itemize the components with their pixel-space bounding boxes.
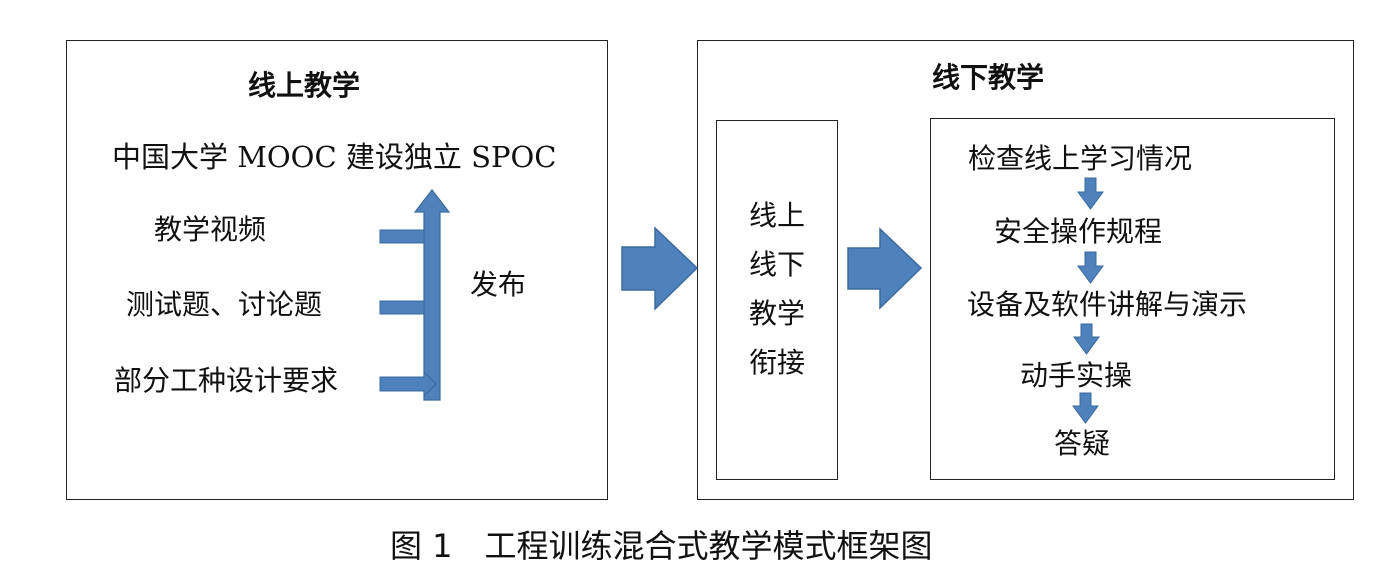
step-check-online-learning: 检查线上学习情况 [968, 142, 1193, 175]
step-down-arrow-icon [1072, 392, 1099, 424]
online-title: 线上教学 [248, 69, 361, 102]
bridge-box [716, 120, 838, 480]
figure-caption: 图 1 工程训练混合式教学模式框架图 [390, 527, 933, 565]
online-item-video: 教学视频 [154, 213, 267, 246]
bridge-line: 线上 [748, 199, 805, 232]
bridge-text: 线上 线下 教学 衔接 [716, 202, 838, 377]
publish-up-arrow-icon [413, 189, 451, 401]
online-item-quiz: 测试题、讨论题 [126, 288, 323, 321]
step-hands-on: 动手实操 [1020, 359, 1133, 392]
step-down-arrow-icon [1073, 323, 1100, 355]
step-down-arrow-icon [1077, 251, 1104, 284]
step-equipment-demo: 设备及软件讲解与演示 [967, 288, 1248, 321]
offline-title: 线下教学 [932, 61, 1045, 94]
online-teaching-panel [66, 40, 608, 500]
bridge-line: 衔接 [748, 346, 805, 379]
bridge-line: 线下 [748, 248, 805, 281]
connector-arrow-requirements-icon [379, 370, 437, 398]
flow-arrow-right-icon [621, 226, 699, 311]
publish-label: 发布 [470, 268, 527, 301]
flow-arrow-right-icon [847, 227, 923, 310]
connector-arrow-quiz-icon [379, 300, 425, 315]
step-safety-rules: 安全操作规程 [994, 215, 1163, 248]
connector-arrow-video-icon [379, 229, 425, 244]
step-qa: 答疑 [1054, 427, 1111, 460]
step-down-arrow-icon [1077, 177, 1104, 210]
steps-box [930, 118, 1335, 480]
bridge-line: 教学 [748, 297, 805, 330]
platform-label: 中国大学 MOOC 建设独立 SPOC [112, 140, 557, 174]
online-item-requirements: 部分工种设计要求 [114, 364, 339, 397]
